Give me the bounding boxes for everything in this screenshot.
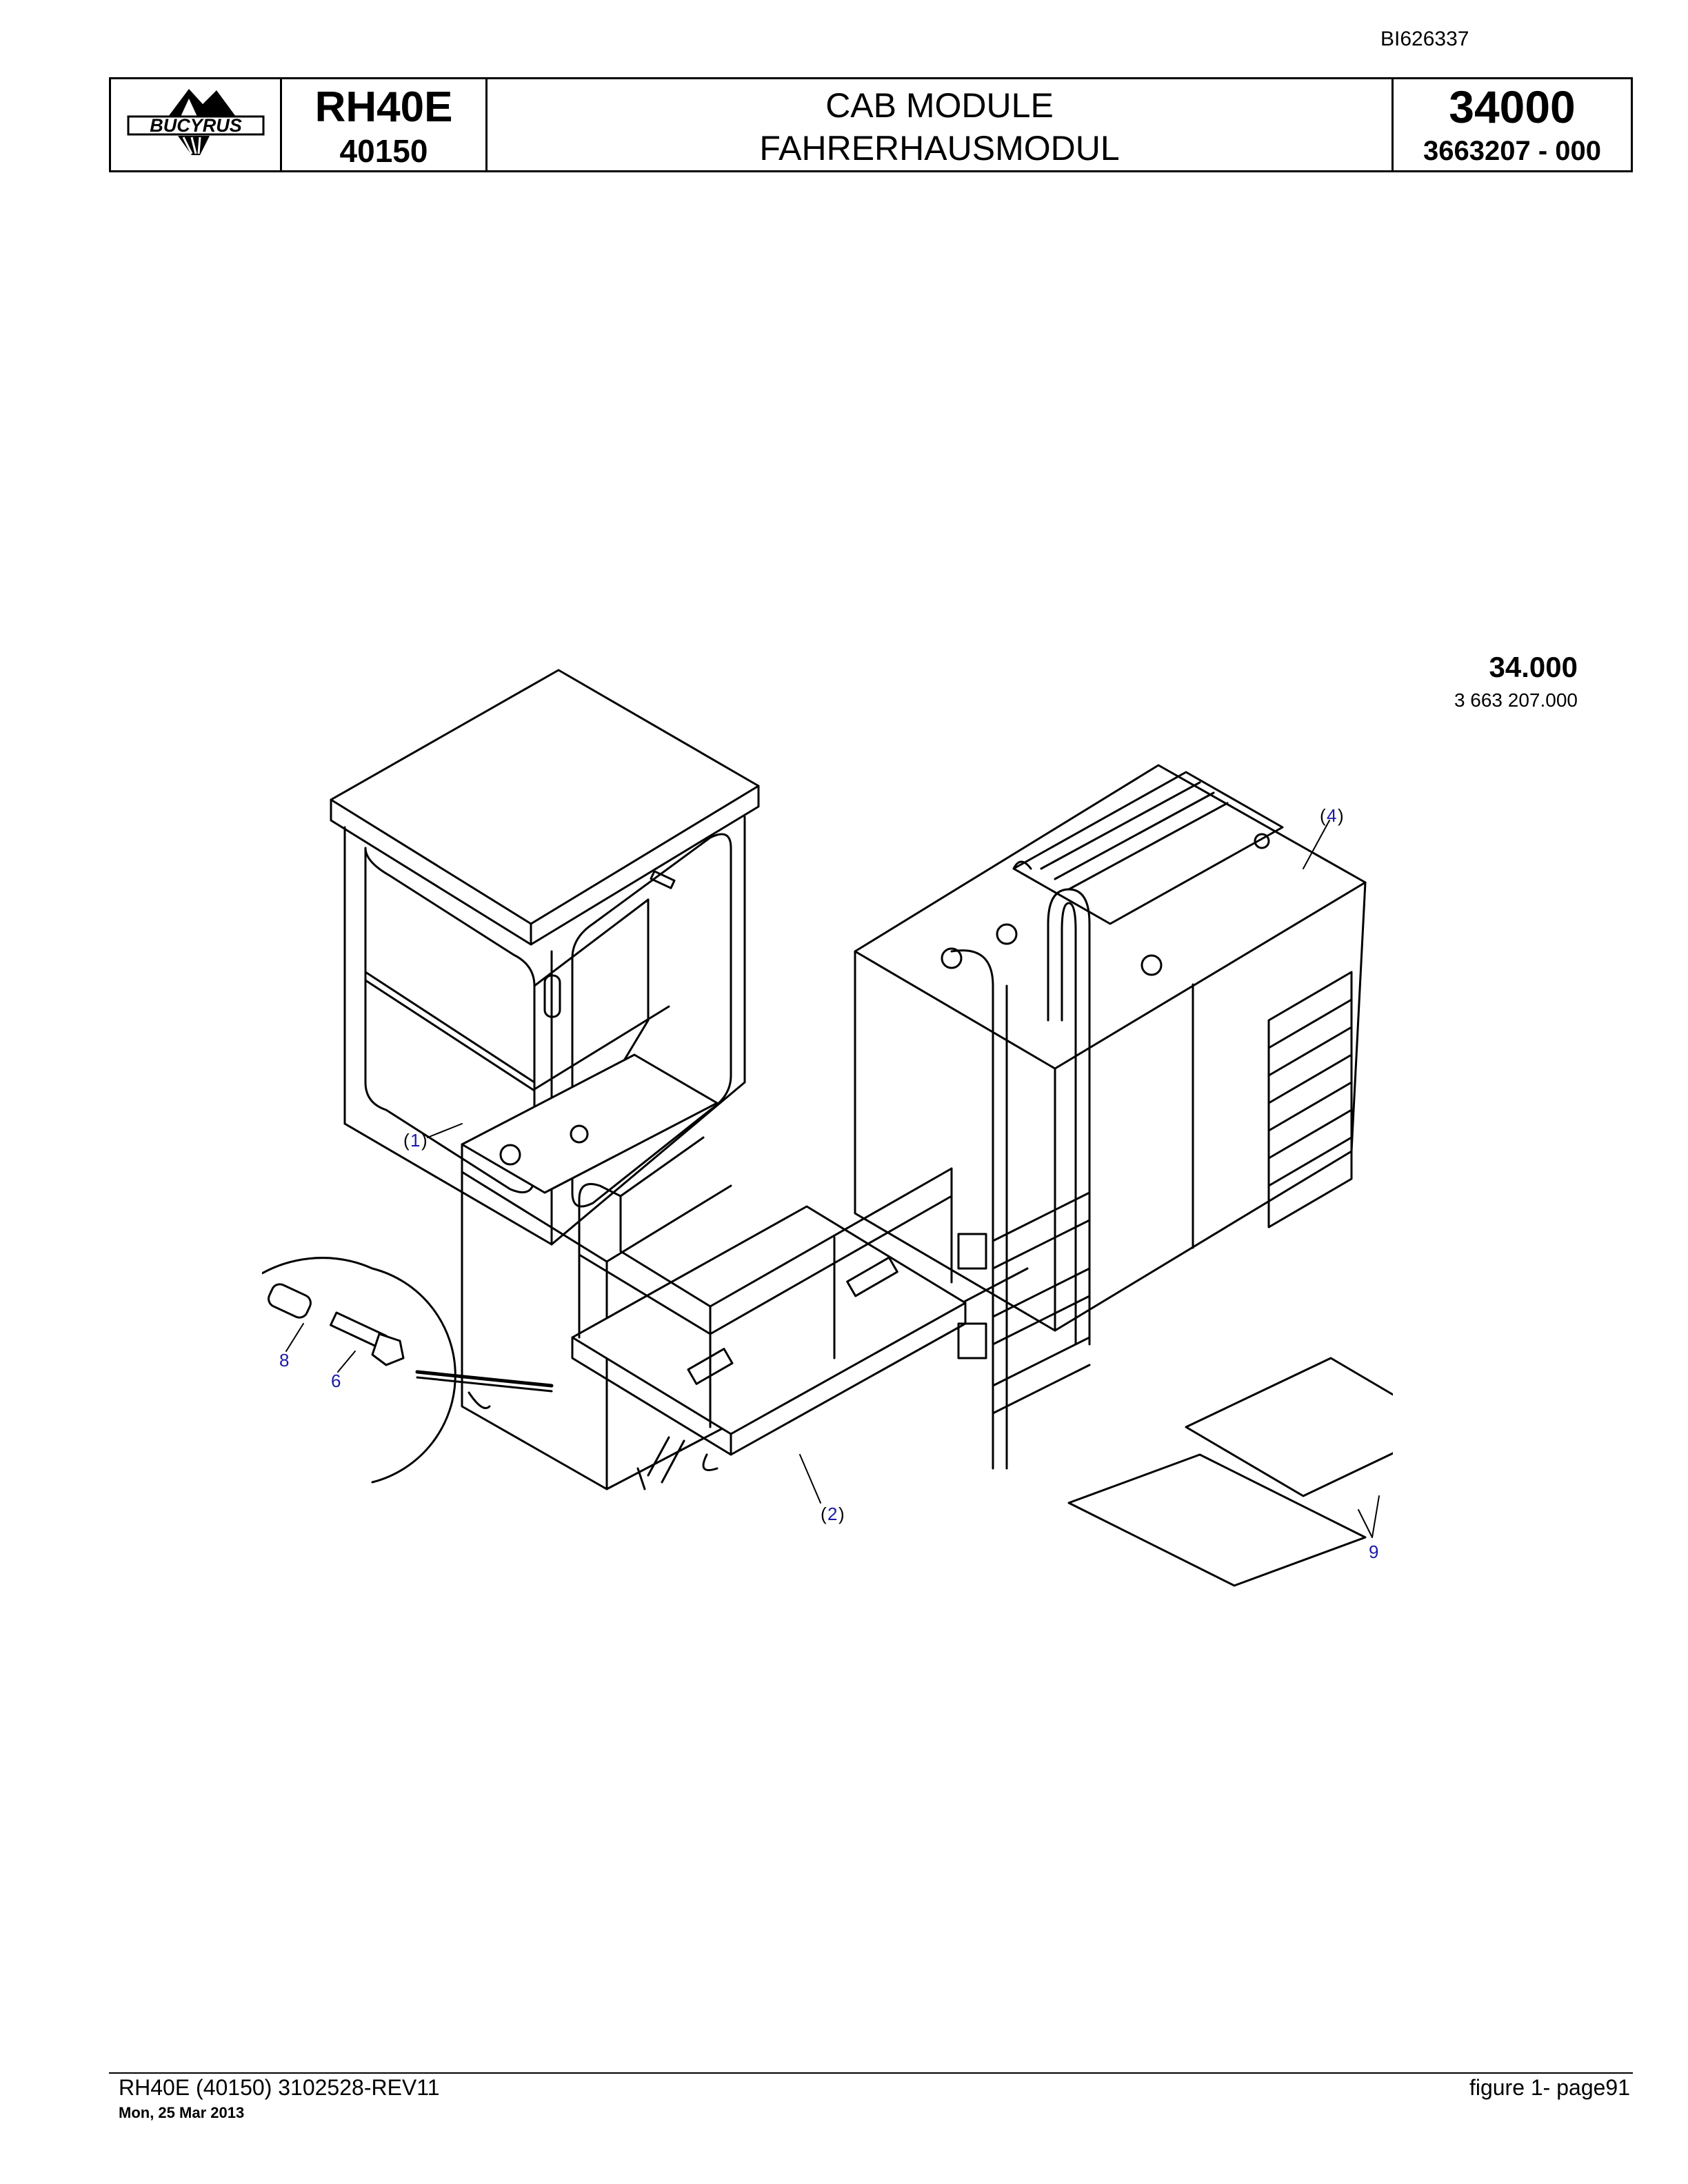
callout-6: 6 — [331, 1371, 341, 1391]
pin-detail — [262, 1257, 554, 1484]
leader-lines — [285, 820, 1380, 1538]
figure-part-number: 3 663 207.000 — [1454, 689, 1578, 711]
svg-text:(: ( — [821, 1504, 827, 1524]
logo-text: BUCYRUS — [150, 115, 242, 136]
title-english: CAB MODULE — [825, 86, 1054, 125]
floor-plates — [1067, 1357, 1393, 1587]
callout-8: 8 — [279, 1350, 289, 1371]
callout-1: 1 — [410, 1130, 420, 1151]
title-cell: CAB MODULE FAHRERHAUSMODUL — [488, 79, 1394, 170]
footer-date: Mon, 25 Mar 2013 — [119, 2104, 245, 2121]
number-cell: 34000 3663207 - 000 — [1394, 79, 1631, 170]
model-name: RH40E — [314, 83, 453, 131]
engine-housing — [854, 764, 1367, 1332]
callout-9: 9 — [1369, 1541, 1378, 1562]
callout-4: 4 — [1327, 805, 1336, 826]
access-ladder — [941, 888, 1091, 1470]
svg-text:): ) — [421, 1130, 428, 1151]
footer-page: figure 1- page91 — [1469, 2075, 1630, 2100]
group-number: 34000 — [1449, 81, 1576, 132]
callout-2: 2 — [827, 1504, 837, 1524]
bucyrus-logo-icon: BUCYRUS — [127, 89, 264, 155]
model-cell: RH40E 40150 — [282, 79, 488, 170]
svg-text:(: ( — [403, 1130, 410, 1151]
footer-document-ref: RH40E (40150) 3102528-REV11 — [119, 2075, 440, 2100]
platform-floor — [571, 1205, 967, 1456]
handrail — [578, 1136, 953, 1428]
title-german: FAHRERHAUSMODUL — [759, 129, 1120, 168]
cab-assembly — [330, 669, 760, 1246]
callout-labels: ( 1 ) ( 2 ) ( 4 ) 8 6 9 10 11 — [279, 805, 1378, 1562]
document-id: BI626337 — [1380, 28, 1469, 50]
exploded-view-drawing: ( 1 ) ( 2 ) ( 4 ) 8 6 9 10 11 — [262, 669, 1393, 1587]
footer-divider — [109, 2072, 1633, 2074]
title-block: BUCYRUS RH40E 40150 CAB MODULE FAHRERHAU… — [109, 77, 1633, 172]
svg-text:(: ( — [1320, 805, 1326, 826]
base-platform — [461, 1053, 1029, 1490]
svg-text:): ) — [838, 1504, 845, 1524]
serial-number: 40150 — [339, 133, 428, 169]
company-logo: BUCYRUS — [111, 79, 282, 170]
svg-text:): ) — [1338, 805, 1344, 826]
figure-number: 34.000 — [1489, 651, 1578, 683]
part-number: 3663207 - 000 — [1423, 136, 1601, 166]
